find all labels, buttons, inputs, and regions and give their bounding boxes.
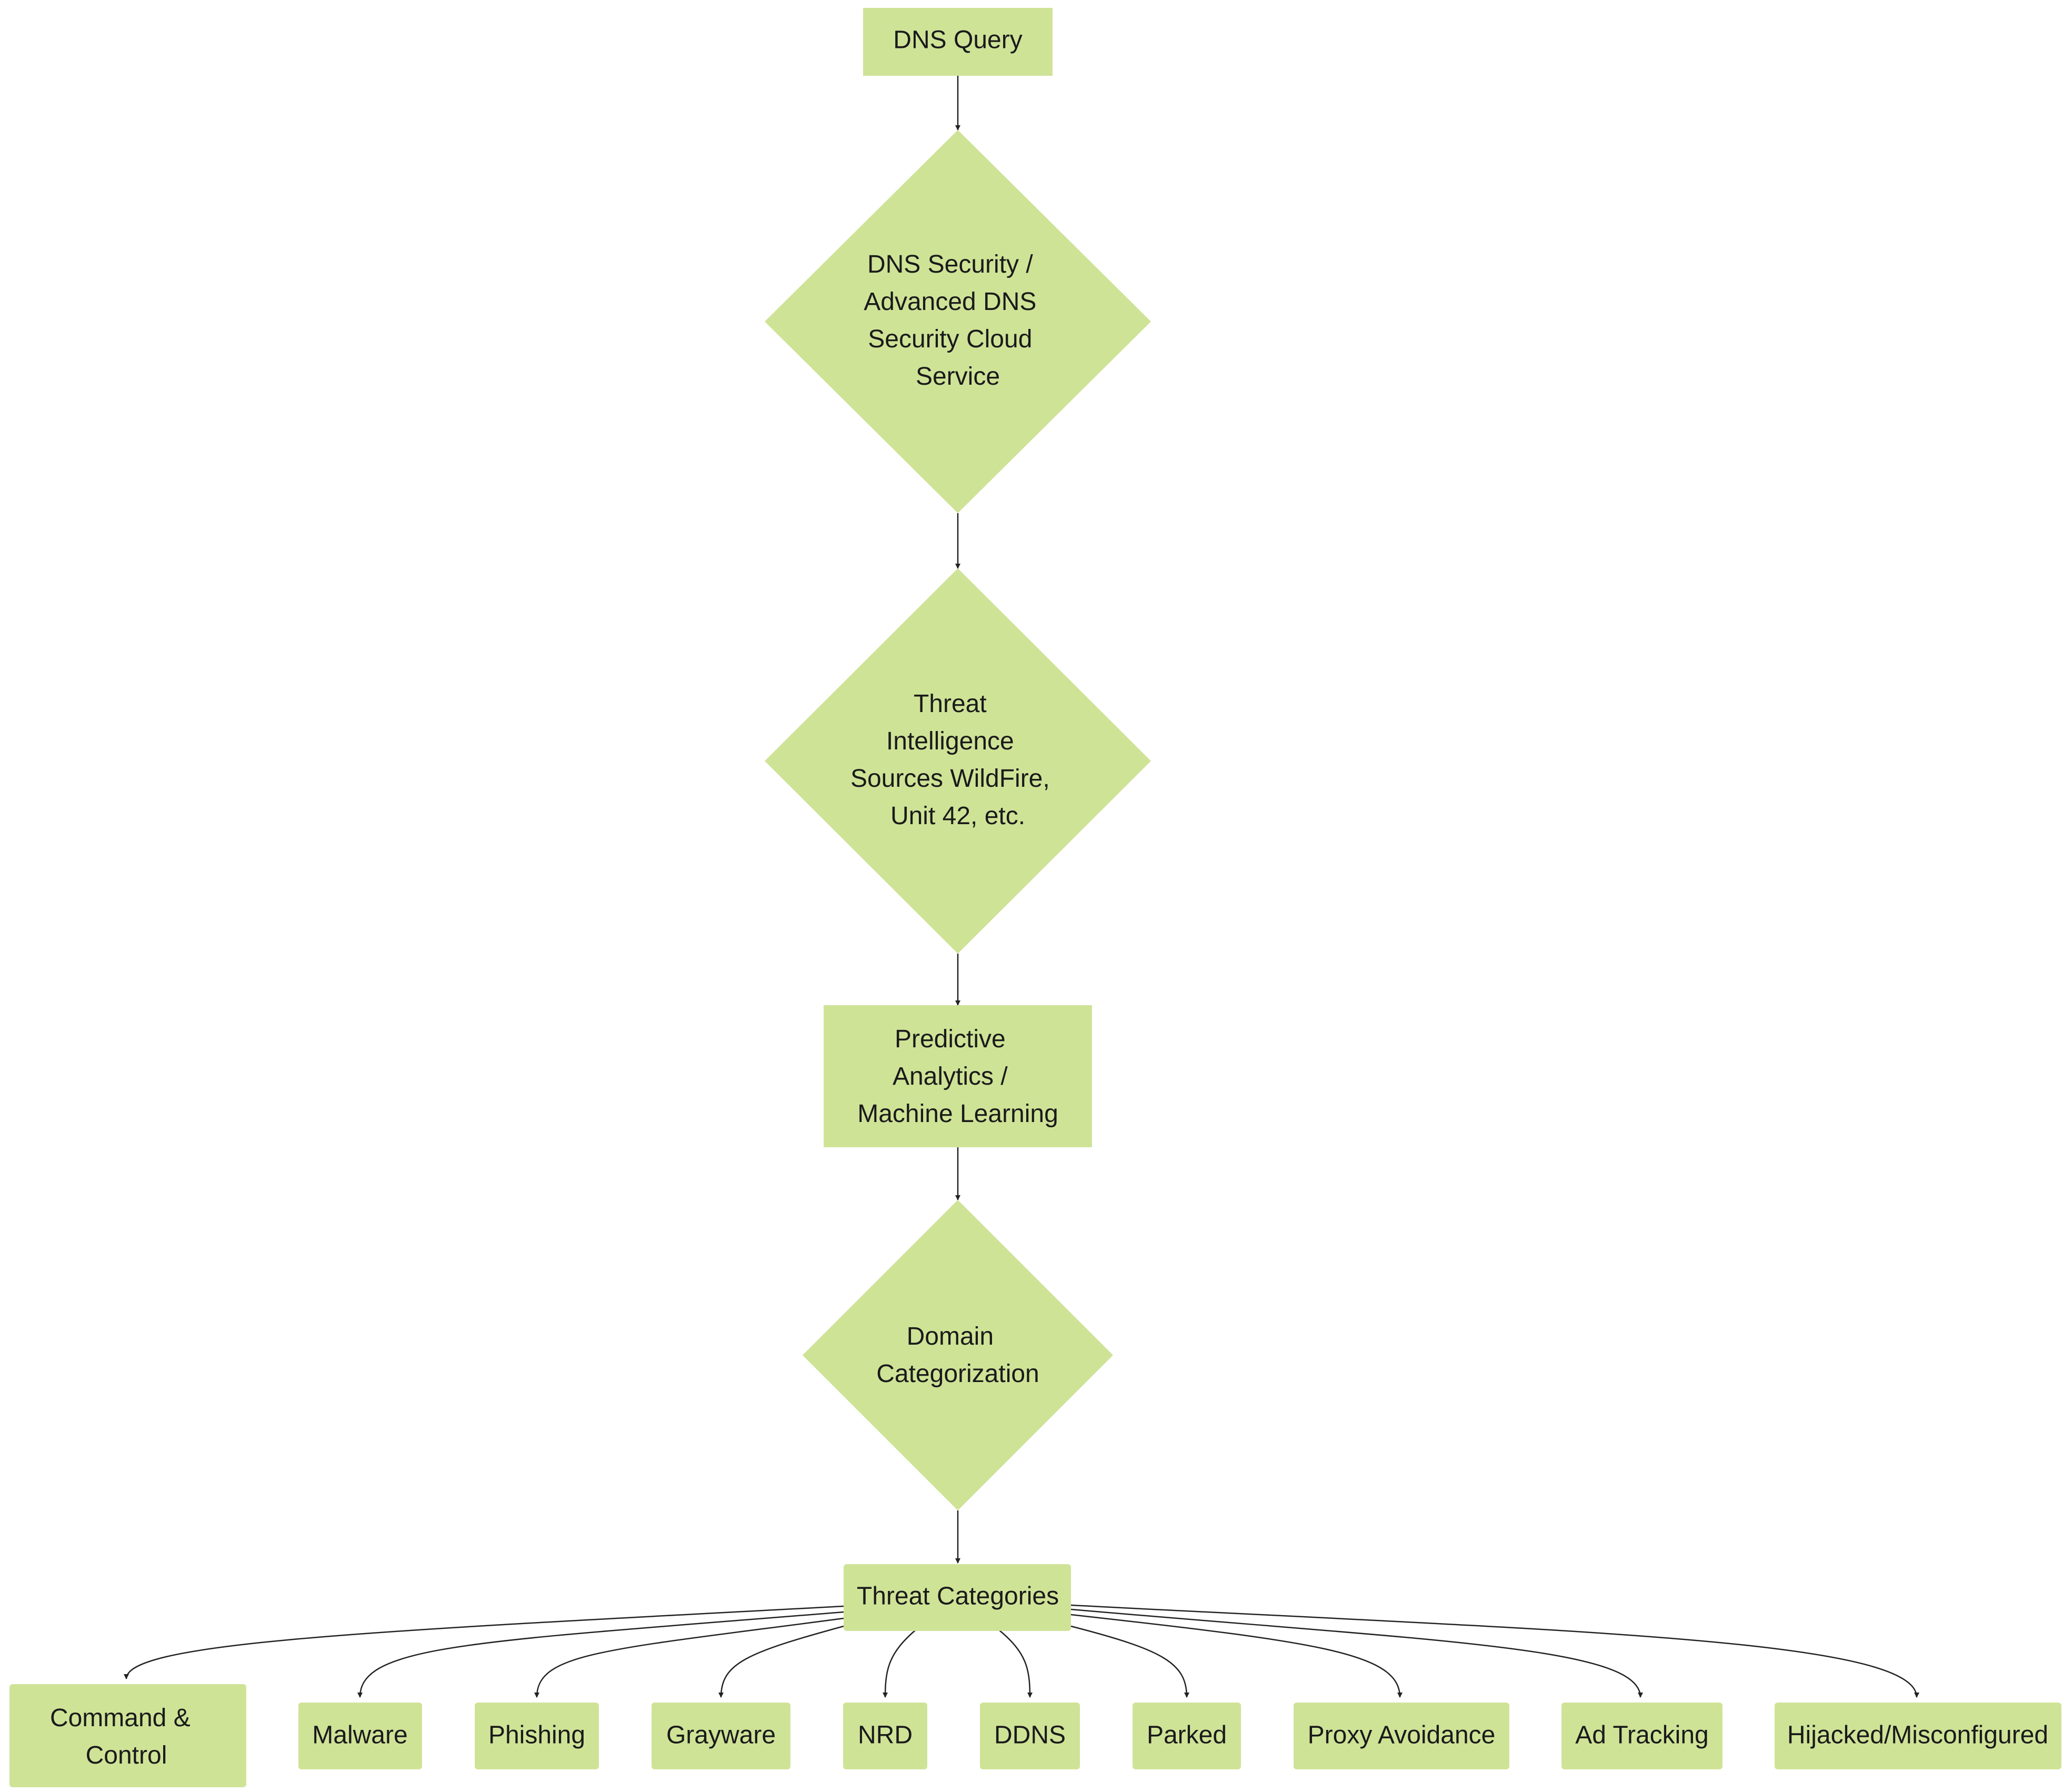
category-malware: Malware xyxy=(298,1703,422,1769)
node-dns-security-line-3: Security Cloud xyxy=(868,325,1032,353)
node-domain-cat-line-1: Domain xyxy=(907,1323,994,1350)
node-domain-cat: Domain Categorization xyxy=(803,1200,1113,1510)
edge-to-phishing xyxy=(534,1617,844,1698)
node-predictive-label: Predictive Analytics / Machine Learning xyxy=(857,1025,1058,1128)
category-nrd: NRD xyxy=(843,1703,927,1769)
category-parked-label: Parked xyxy=(1147,1721,1227,1749)
category-command-control-line-2: Control xyxy=(86,1741,167,1769)
category-ad-tracking-label: Ad Tracking xyxy=(1575,1721,1708,1749)
category-ddns-label: DDNS xyxy=(994,1721,1066,1749)
category-ddns: DDNS xyxy=(980,1703,1080,1769)
node-threat-categories: Threat Categories xyxy=(844,1564,1071,1631)
node-threat-intel-line-3: Sources WildFire, xyxy=(850,765,1050,793)
category-grayware: Grayware xyxy=(652,1703,790,1769)
category-command-control-label: Command & Control xyxy=(50,1704,197,1769)
node-predictive-line-3: Machine Learning xyxy=(857,1100,1058,1128)
node-threat-intel-label: Threat Intelligence Sources WildFire, Un… xyxy=(850,690,1057,830)
category-hijacked-misconfigured: Hijacked/Misconfigured xyxy=(1775,1703,2061,1769)
edges xyxy=(124,76,1919,1698)
edge-to-ddns xyxy=(998,1629,1033,1698)
category-phishing-label: Phishing xyxy=(488,1721,585,1749)
node-predictive-line-1: Predictive xyxy=(895,1025,1006,1053)
node-dns-query-label: DNS Query xyxy=(893,26,1022,54)
category-hijacked-misconfigured-label: Hijacked/Misconfigured xyxy=(1787,1721,2048,1749)
category-command-control: Command & Control xyxy=(9,1684,246,1787)
category-nodes: Command & Control Malware Phishing Grayw… xyxy=(9,1684,2061,1787)
node-dns-security-line-2: Advanced DNS xyxy=(864,288,1036,316)
node-dns-security-line-1: DNS Security / xyxy=(867,251,1033,278)
edge-to-command-control xyxy=(124,1605,844,1679)
node-domain-cat-label: Domain Categorization xyxy=(876,1323,1039,1388)
edge-to-parked xyxy=(1070,1625,1189,1698)
edge-to-grayware xyxy=(718,1625,844,1698)
node-predictive-line-2: Analytics / xyxy=(893,1063,1008,1090)
category-malware-label: Malware xyxy=(312,1721,407,1749)
node-dns-security: DNS Security / Advanced DNS Security Clo… xyxy=(765,130,1151,513)
category-proxy-avoidance: Proxy Avoidance xyxy=(1294,1703,1509,1769)
node-domain-cat-line-2: Categorization xyxy=(876,1360,1039,1388)
edge-to-hijacked xyxy=(1070,1604,1919,1698)
category-command-control-line-1: Command & xyxy=(50,1704,191,1732)
category-nrd-label: NRD xyxy=(858,1721,913,1749)
node-threat-intel-line-4: Unit 42, etc. xyxy=(890,802,1025,830)
node-threat-categories-label: Threat Categories xyxy=(857,1583,1059,1610)
category-phishing: Phishing xyxy=(475,1703,599,1769)
node-predictive: Predictive Analytics / Machine Learning xyxy=(824,1005,1092,1147)
node-threat-intel: Threat Intelligence Sources WildFire, Un… xyxy=(765,568,1151,954)
category-ad-tracking: Ad Tracking xyxy=(1561,1703,1722,1769)
edge-to-nrd xyxy=(883,1629,916,1698)
node-dns-security-label: DNS Security / Advanced DNS Security Clo… xyxy=(864,251,1044,391)
node-threat-intel-line-2: Intelligence xyxy=(886,727,1014,755)
category-parked: Parked xyxy=(1133,1703,1241,1769)
category-grayware-label: Grayware xyxy=(666,1721,776,1749)
edge-to-proxy-avoidance xyxy=(1070,1614,1403,1698)
edge-to-ad-tracking xyxy=(1070,1608,1643,1698)
node-dns-query: DNS Query xyxy=(863,8,1053,76)
node-threat-intel-line-1: Threat xyxy=(914,690,987,718)
category-proxy-avoidance-label: Proxy Avoidance xyxy=(1308,1721,1496,1749)
node-dns-security-line-4: Service xyxy=(916,363,1000,391)
edge-to-malware xyxy=(357,1611,844,1698)
